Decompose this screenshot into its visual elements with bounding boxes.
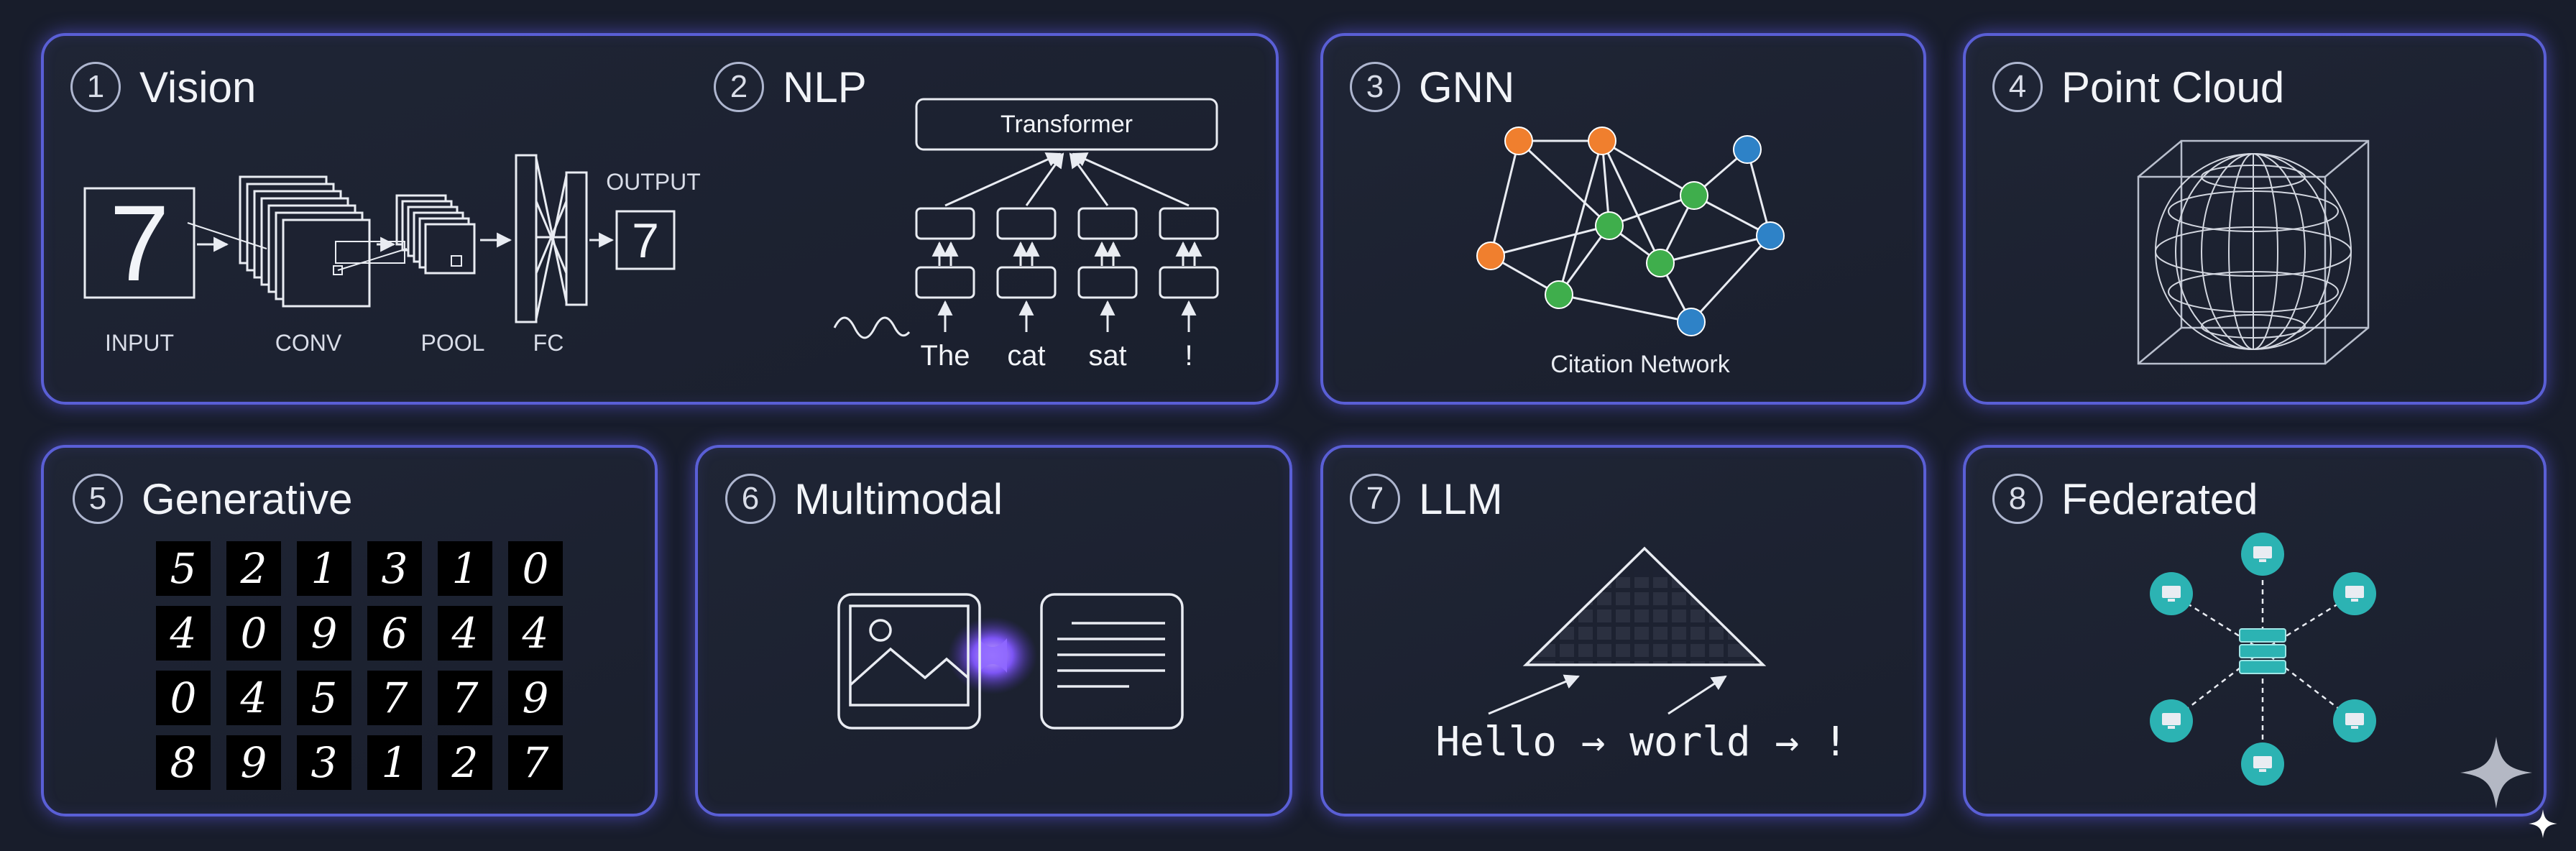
pool-stack bbox=[395, 194, 476, 275]
transformer-block bbox=[915, 98, 1218, 151]
generated-digit: 6 bbox=[367, 606, 422, 661]
generated-digit: 4 bbox=[438, 606, 492, 661]
generated-digit: 4 bbox=[508, 606, 563, 661]
fc-layers bbox=[515, 154, 588, 323]
conv-stack bbox=[239, 175, 371, 308]
generated-digit: 1 bbox=[367, 735, 422, 790]
token-2: cat bbox=[1007, 340, 1045, 372]
gnn-graph: Citation Network bbox=[1476, 126, 1785, 378]
generated-digit: 2 bbox=[438, 735, 492, 790]
multimodal-title: Multimodal bbox=[794, 474, 1003, 523]
multimodal-header: 6 Multimodal bbox=[725, 474, 1003, 524]
input-digit: 7 bbox=[109, 183, 169, 303]
pool-label: POOL bbox=[421, 330, 485, 356]
input-image-box bbox=[83, 187, 196, 299]
panel-number-5: 5 bbox=[73, 474, 123, 524]
image-modality-box bbox=[837, 593, 981, 730]
generated-digit: 7 bbox=[367, 671, 422, 725]
point-cloud-title: Point Cloud bbox=[2061, 63, 2285, 111]
vision-title: Vision bbox=[139, 63, 257, 111]
vision-header: 1 Vision bbox=[70, 62, 256, 112]
federated-header: 8 Federated bbox=[1992, 474, 2258, 524]
vision-nlp-panel: 1 Vision 2 NLP bbox=[41, 33, 1279, 405]
conv-label: CONV bbox=[275, 330, 342, 356]
output-digit: 7 bbox=[632, 213, 659, 268]
generated-digit: 2 bbox=[226, 541, 281, 596]
input-label: INPUT bbox=[105, 330, 174, 356]
generated-digit: 7 bbox=[508, 735, 563, 790]
panel-number-2: 2 bbox=[714, 62, 764, 112]
attention-grid bbox=[1532, 570, 1754, 665]
gnn-header: 3 GNN bbox=[1350, 62, 1514, 112]
generated-digit: 1 bbox=[297, 541, 351, 596]
sparkle-icon bbox=[2460, 737, 2532, 809]
client-nodes bbox=[2150, 533, 2376, 786]
transformer-label: Transformer bbox=[1000, 111, 1133, 138]
llm-sequence: Hello → world → ! bbox=[1435, 719, 1847, 765]
token-4: ! bbox=[1184, 340, 1192, 372]
multimodal-panel: 6 Multimodal bbox=[695, 445, 1292, 816]
generated-digit: 3 bbox=[297, 735, 351, 790]
generated-digit: 8 bbox=[156, 735, 211, 790]
token-3: sat bbox=[1088, 340, 1126, 372]
panel-number-4: 4 bbox=[1992, 62, 2043, 112]
llm-header: 7 LLM bbox=[1350, 474, 1503, 524]
point-cloud-panel: 4 Point Cloud bbox=[1963, 33, 2547, 405]
wire-sphere bbox=[2155, 153, 2352, 350]
server-icon bbox=[2239, 628, 2286, 674]
positional-wave-icon bbox=[833, 316, 911, 339]
vision-nlp-diagram: 7 7 INPUT CONV POOL FC OUTPUT Transforme… bbox=[83, 98, 1219, 372]
token-1: The bbox=[921, 340, 970, 372]
federated-links bbox=[2171, 554, 2355, 764]
panel-number-6: 6 bbox=[725, 474, 776, 524]
multimodal-diagram bbox=[837, 593, 1184, 730]
panel-number-7: 7 bbox=[1350, 474, 1400, 524]
generated-digit: 4 bbox=[156, 606, 211, 661]
generated-digit: 7 bbox=[438, 671, 492, 725]
generated-digit: 0 bbox=[226, 606, 281, 661]
fc-label: FC bbox=[533, 330, 564, 356]
federated-panel: 8 Federated bbox=[1963, 445, 2547, 816]
point-cloud-header: 4 Point Cloud bbox=[1992, 62, 2284, 112]
small-sparkle-icon bbox=[2529, 809, 2557, 838]
generated-digit: 0 bbox=[156, 671, 211, 725]
generated-digit: 4 bbox=[226, 671, 281, 725]
panel-number-1: 1 bbox=[70, 62, 121, 112]
generated-digit: 3 bbox=[367, 541, 422, 596]
generated-digit: 5 bbox=[297, 671, 351, 725]
generated-digit: 9 bbox=[297, 606, 351, 661]
generated-digit: 0 bbox=[508, 541, 563, 596]
gnn-caption: Citation Network bbox=[1550, 351, 1730, 378]
output-box bbox=[615, 210, 676, 270]
generated-digit: 1 bbox=[438, 541, 492, 596]
generated-digit: 9 bbox=[226, 735, 281, 790]
gnn-title: GNN bbox=[1419, 63, 1515, 111]
wire-cube bbox=[2137, 139, 2370, 365]
generative-title: Generative bbox=[142, 474, 353, 523]
point-cloud-diagram bbox=[2137, 139, 2370, 365]
generative-header: 5 Generative bbox=[73, 474, 353, 524]
panel-number-8: 8 bbox=[1992, 474, 2043, 524]
text-modality-box bbox=[1040, 593, 1184, 730]
llm-diagram: Hello → world → ! bbox=[1435, 546, 1848, 765]
generated-digit: 9 bbox=[508, 671, 563, 725]
nlp-header: 2 NLP bbox=[714, 62, 867, 112]
llm-title: LLM bbox=[1419, 474, 1503, 523]
gnn-panel: 3 GNN Citation Network bbox=[1320, 33, 1926, 405]
llm-panel: 7 LLM Hello → world → ! bbox=[1320, 445, 1926, 816]
output-label: OUTPUT bbox=[606, 169, 701, 195]
image-icon bbox=[849, 604, 970, 707]
monitor-icons bbox=[2162, 546, 2364, 772]
panel-number-3: 3 bbox=[1350, 62, 1400, 112]
graph-nodes bbox=[1476, 126, 1785, 336]
graph-edges bbox=[1489, 139, 1772, 323]
generated-digit: 5 bbox=[156, 541, 211, 596]
nlp-title: NLP bbox=[783, 63, 867, 111]
federated-title: Federated bbox=[2061, 474, 2258, 523]
federated-diagram bbox=[2150, 533, 2376, 786]
causal-triangle bbox=[1522, 546, 1767, 666]
transformer-columns bbox=[833, 152, 1219, 339]
